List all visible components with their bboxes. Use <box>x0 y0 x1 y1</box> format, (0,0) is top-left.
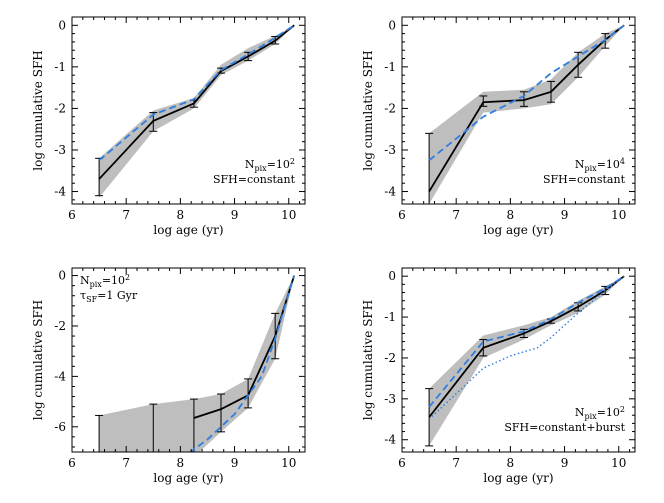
y-tick-label: -1 <box>384 60 396 74</box>
x-axis-label: log age (yr) <box>153 471 223 485</box>
y-axis-label: log cumulative SFH <box>361 300 375 420</box>
panel-1: 6 7 8 9 10 -4 -3 -2 -1 0 log age (yr) log cumulativ… <box>31 16 306 237</box>
x-tick-label: 8 <box>507 208 515 222</box>
x-tick-label: 10 <box>281 456 296 470</box>
panel-frame <box>71 267 306 453</box>
panel-annotation-subscript: pix <box>584 164 597 173</box>
x-tick-label: 10 <box>281 208 296 222</box>
uncertainty-band <box>99 25 295 198</box>
x-tick-label: 7 <box>122 208 130 222</box>
x-axis-label: log age (yr) <box>483 223 553 237</box>
panel-annotation-part: =10 <box>267 158 290 171</box>
panel-annotation-subscript: pix <box>90 280 103 289</box>
panel-annotation-part: N <box>80 274 90 287</box>
input-sfh-dashed-line <box>98 24 295 162</box>
panel-annotation-subscript: pix <box>584 412 597 421</box>
y-tick-label: -3 <box>54 143 66 157</box>
panel-plot-area <box>95 275 296 452</box>
panel-annotation: Npix​=104​ <box>575 157 625 173</box>
x-tick-label: 7 <box>122 456 130 470</box>
x-tick-label: 8 <box>177 456 185 470</box>
x-tick-label: 6 <box>68 456 76 470</box>
x-tick-label: 10 <box>611 456 626 470</box>
x-tick-label: 9 <box>231 456 239 470</box>
y-tick-label: -3 <box>384 143 396 157</box>
panel-frame <box>401 267 636 453</box>
input-sfh-dashed-line <box>428 24 625 162</box>
panel-annotation-part: =10 <box>597 158 620 171</box>
x-tick-label: 10 <box>611 208 626 222</box>
panel-annotation-superscript: 2 <box>290 157 295 166</box>
panel-annotation-part: SFH=constant+burst <box>504 421 625 434</box>
burst-sfh-dotted-line <box>428 275 625 420</box>
x-tick-label: 9 <box>561 208 569 222</box>
uncertainty-band <box>429 25 625 204</box>
x-tick-label: 9 <box>231 208 239 222</box>
y-tick-label: 0 <box>58 269 66 283</box>
x-tick-label: 8 <box>177 208 185 222</box>
panel-frame <box>71 16 306 205</box>
y-tick-label: 0 <box>388 18 396 32</box>
panel-2: 6 7 8 9 10 -4 -3 -2 -1 0 log age (yr) log cumulativ… <box>361 16 636 237</box>
y-tick-label: -1 <box>54 60 66 74</box>
y-tick-label: -2 <box>384 101 396 115</box>
panel-annotation-part: =10 <box>597 406 620 419</box>
x-axis-label: log age (yr) <box>483 471 553 485</box>
y-axis-label: log cumulative SFH <box>361 50 375 170</box>
y-tick-label: -2 <box>54 319 66 333</box>
y-tick-label: -4 <box>54 369 66 383</box>
panel-annotation-part: =1 Gyr <box>97 289 138 302</box>
y-tick-label: -1 <box>384 310 396 324</box>
panel-annotation-subscript: pix <box>254 164 267 173</box>
x-tick-label: 7 <box>452 208 460 222</box>
y-tick-label: -2 <box>54 101 66 115</box>
panel-annotation: SFH=constant+burst <box>504 421 625 434</box>
panel-frame <box>401 16 636 205</box>
y-tick-label: -4 <box>384 433 396 447</box>
y-axis-label: log cumulative SFH <box>31 300 45 420</box>
panel-annotation-superscript: 4 <box>620 157 625 166</box>
recovered-sfh-line <box>98 24 295 180</box>
x-axis-label: log age (yr) <box>153 223 223 237</box>
panel-annotation-part: SFH=constant <box>543 173 626 186</box>
panel-annotation: Npix​=102​ <box>80 273 130 289</box>
x-tick-label: 7 <box>452 456 460 470</box>
panel-annotation-part: N <box>245 158 255 171</box>
x-tick-label: 9 <box>561 456 569 470</box>
panel-annotation-subscript: SF <box>86 295 97 304</box>
x-tick-label: 8 <box>507 456 515 470</box>
input-sfh-dashed-line <box>189 275 296 452</box>
x-tick-label: 6 <box>398 456 406 470</box>
panel-plot-area <box>425 24 625 204</box>
x-tick-label: 6 <box>68 208 76 222</box>
panel-4: 6 7 8 9 10 -4 -3 -2 -1 0 log age (yr) log cumulativ… <box>361 267 636 485</box>
y-tick-label: -3 <box>384 392 396 406</box>
y-tick-label: -2 <box>384 351 396 365</box>
y-tick-label: -4 <box>54 185 66 199</box>
panel-plot-area <box>425 275 625 447</box>
panel-annotation-superscript: 2 <box>620 405 625 414</box>
panel-annotation-part: SFH=constant <box>213 173 296 186</box>
panel-annotation-part: N <box>575 158 585 171</box>
panel-annotation: SFH=constant <box>213 173 296 186</box>
y-tick-label: 0 <box>388 269 396 283</box>
panel-plot-area <box>95 24 295 198</box>
y-tick-label: -4 <box>384 185 396 199</box>
panel-annotation: Npix​=102​ <box>245 157 295 173</box>
y-tick-label: 0 <box>58 18 66 32</box>
y-tick-label: -6 <box>54 420 66 434</box>
panel-annotation: SFH=constant <box>543 173 626 186</box>
x-tick-label: 6 <box>398 208 406 222</box>
input-sfh-dashed-line <box>428 275 625 408</box>
panel-annotation-superscript: 2 <box>125 273 130 282</box>
panel-annotation-part: =10 <box>102 274 125 287</box>
panel-annotation: τSF​=1 Gyr <box>80 289 138 304</box>
y-axis-label: log cumulative SFH <box>31 50 45 170</box>
panel-3: 6 7 8 9 10 -6 -4 -2 0 log age (yr) log cumulative … <box>31 267 306 485</box>
panel-annotation-part: τ <box>80 289 86 302</box>
panel-annotation: Npix​=102​ <box>575 405 625 421</box>
panel-annotation-part: N <box>575 406 585 419</box>
